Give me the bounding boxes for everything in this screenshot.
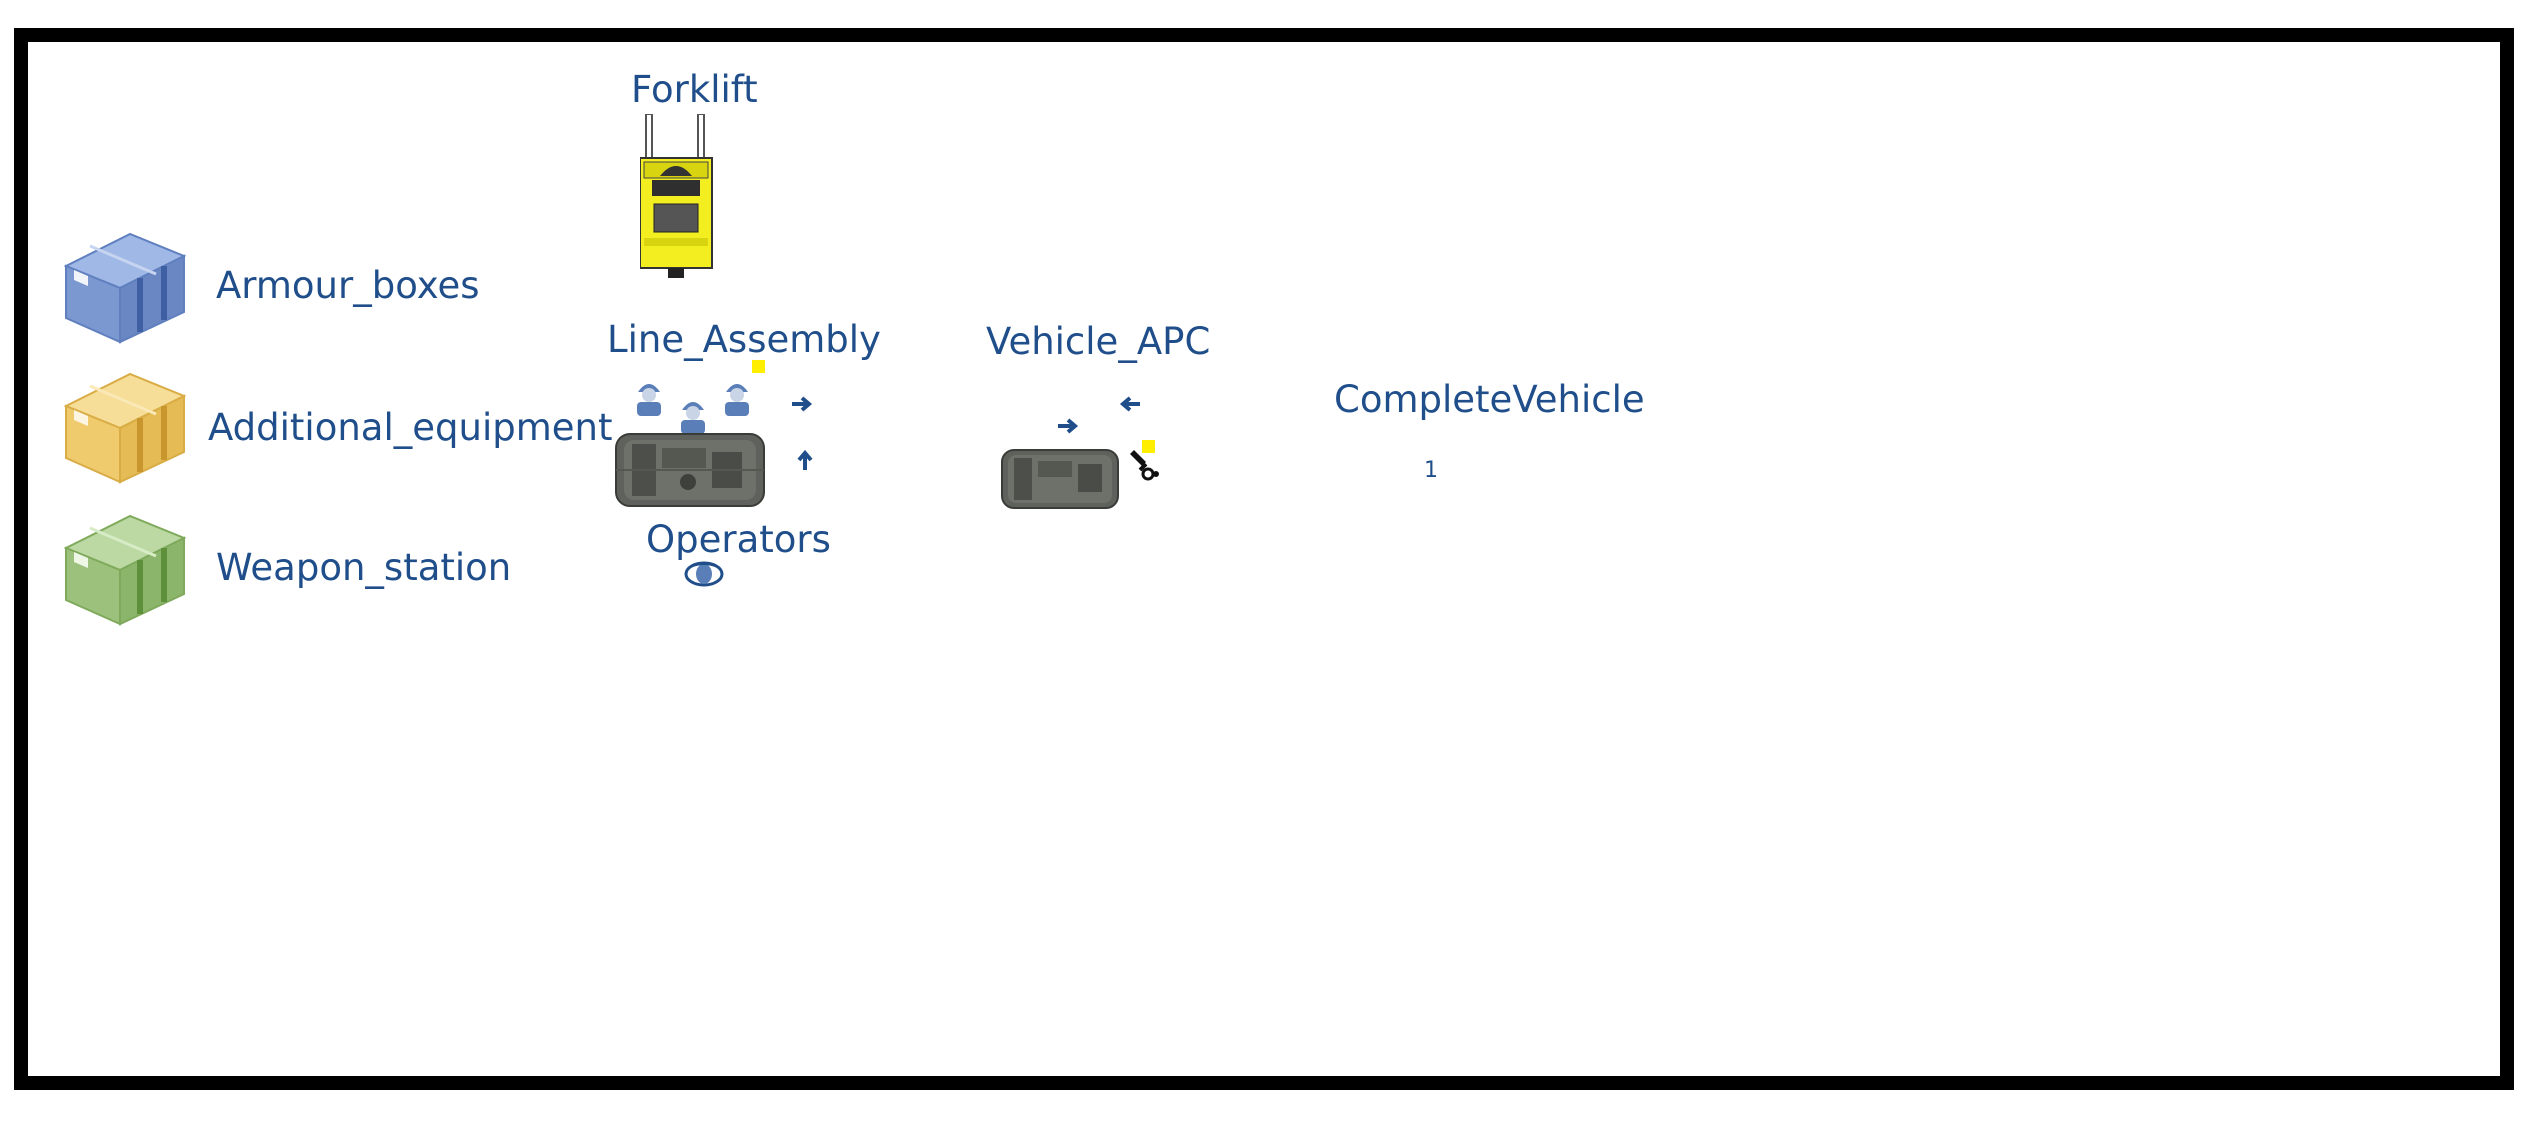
line-assembly-label: Line_Assembly (607, 318, 881, 361)
vehicle-apc-icon[interactable] (1000, 446, 1120, 512)
forklift-icon[interactable] (640, 114, 730, 282)
wrench-icon (1126, 448, 1160, 482)
model-frame: Forklift (14, 28, 2514, 1090)
armour-boxes-label: Armour_boxes (216, 264, 480, 307)
additional-equipment-crate-icon[interactable] (60, 366, 190, 484)
weapon-station-label: Weapon_station (216, 546, 512, 589)
worker-icon (676, 396, 710, 436)
operators-label: Operators (646, 518, 831, 561)
weapon-station-crate-icon[interactable] (60, 508, 190, 626)
worker-icon (720, 378, 754, 418)
arrow-up-icon (796, 450, 814, 472)
resource-pool-icon[interactable] (684, 560, 724, 588)
arrow-left-icon (1118, 394, 1142, 414)
vehicle-apc-label: Vehicle_APC (986, 320, 1211, 363)
complete-vehicle-count: 1 (1424, 458, 1438, 483)
vehicle-apc-status-indicator (1142, 440, 1155, 453)
arrow-right-icon (1056, 416, 1080, 436)
armour-boxes-crate-icon[interactable] (60, 226, 190, 344)
additional-equipment-label: Additional_equipment (208, 406, 613, 449)
forklift-label: Forklift (631, 68, 758, 111)
complete-vehicle-label: CompleteVehicle (1334, 378, 1645, 421)
arrow-right-icon (790, 394, 814, 414)
worker-icon (632, 378, 666, 418)
line-assembly-apc-vehicle-icon[interactable] (614, 430, 766, 510)
model-canvas: Forklift (28, 42, 2500, 1076)
line-assembly-status-indicator (752, 360, 765, 373)
